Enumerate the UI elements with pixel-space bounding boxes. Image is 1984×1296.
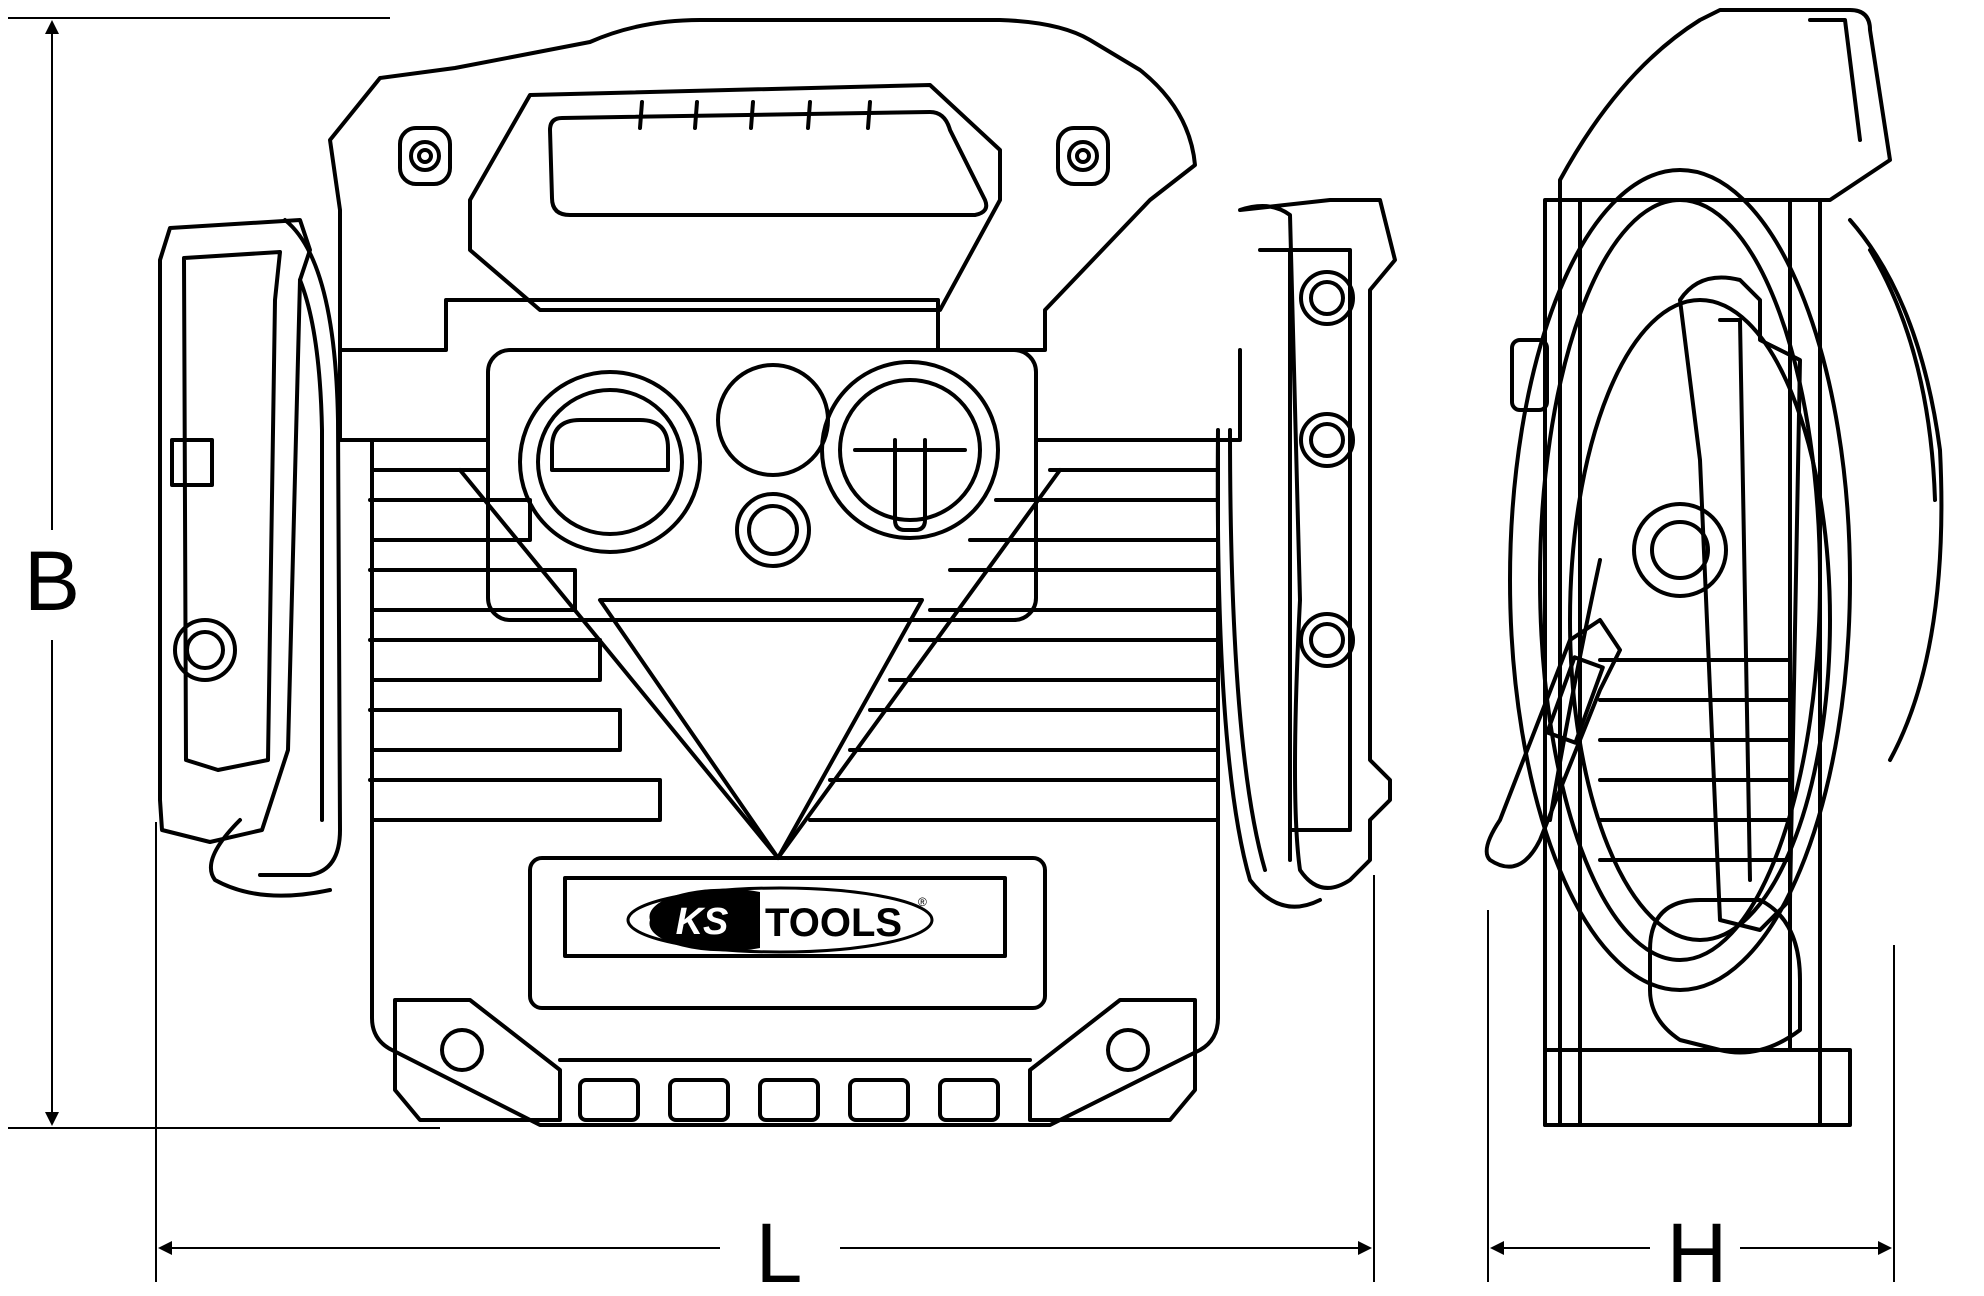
ks-tools-logo: KS TOOLS ®	[626, 886, 934, 954]
center-indicator-icon	[716, 363, 830, 477]
left-clamp-screw-icon	[173, 618, 237, 682]
handle-grip-marks	[638, 100, 872, 130]
side-lower-clamp	[1648, 898, 1802, 1055]
side-clamp-top	[1678, 275, 1802, 932]
side-fins-view	[1598, 658, 1792, 862]
left-clamp	[158, 218, 342, 898]
left-gauge-icon	[518, 370, 702, 554]
logo-tools-text: TOOLS	[765, 901, 902, 945]
dimension-b-label: B	[24, 534, 80, 628]
side-housing	[1510, 8, 1892, 1127]
bottom-grip-slots	[578, 1078, 1000, 1122]
right-clamp-bottom-screw-icon	[1299, 612, 1355, 668]
logo-registered-mark: ®	[918, 895, 927, 909]
side-clamp-handle	[1484, 618, 1622, 869]
control-panel	[518, 360, 1000, 568]
dimension-h-label: H	[1667, 1206, 1728, 1296]
side-view	[1484, 8, 1944, 1127]
logo-ks-text: KS	[676, 901, 729, 943]
logo-plate: KS TOOLS ®	[528, 856, 1047, 1010]
top-right-screw-icon	[1056, 126, 1110, 186]
side-cable-reel	[1508, 168, 1944, 992]
dimension-b: B	[8, 17, 440, 1129]
top-left-screw-icon	[398, 126, 452, 186]
dimension-l-label: L	[756, 1206, 803, 1296]
right-clamp-top-screw-icon	[1299, 270, 1355, 326]
right-clamp-middle-screw-icon	[1299, 412, 1355, 468]
small-indicator-icon	[735, 492, 811, 568]
carry-handle	[328, 18, 1197, 352]
power-switch-icon[interactable]	[820, 360, 1000, 540]
front-view: KS TOOLS ®	[158, 18, 1397, 1127]
main-body: KS TOOLS ®	[338, 348, 1242, 1127]
dimension-h: H	[1487, 910, 1895, 1296]
side-hub-icon	[1632, 502, 1728, 598]
right-clamp	[1215, 198, 1397, 909]
bottom-base	[393, 998, 1197, 1122]
dimension-l: L	[155, 822, 1375, 1296]
